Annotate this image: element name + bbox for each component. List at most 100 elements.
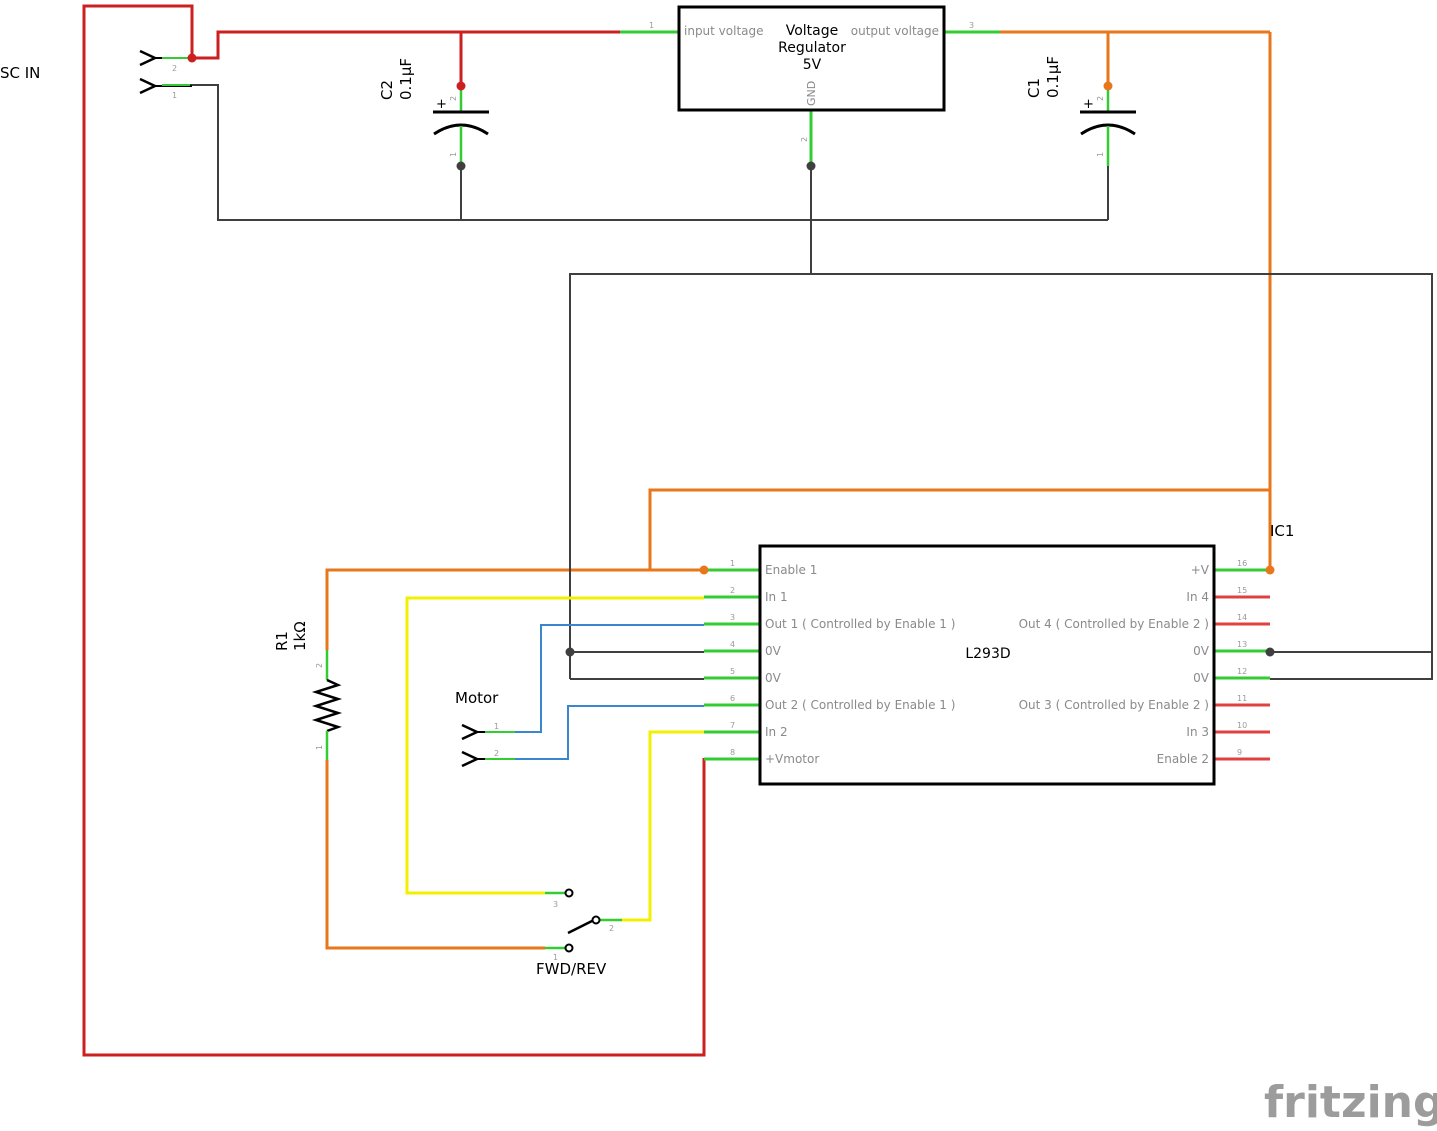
c1-value: 0.1µF	[1044, 56, 1062, 98]
ic-pin-6-label: Out 2 ( Controlled by Enable 1 )	[765, 698, 955, 712]
power-wires	[82, 4, 706, 1057]
regulator-input-label: input voltage	[684, 24, 764, 38]
wire-r1-enable	[325, 568, 704, 650]
fwd-rev-switch[interactable]: 3 2 1	[545, 888, 622, 963]
c1-name: C1	[1025, 78, 1043, 98]
regulator-output-num: 3	[969, 21, 974, 30]
sc-in-label: SC IN	[0, 64, 40, 82]
ic-pin-11-label: Out 3 ( Controlled by Enable 2 )	[1019, 698, 1209, 712]
motor-connector[interactable]: 1 2	[461, 722, 515, 768]
sc-in-terminal-bottom	[139, 77, 158, 95]
c1-plus-sign: +	[1083, 97, 1094, 112]
ic-pin-1-num: 1	[730, 559, 735, 568]
ic1-label: IC1	[1270, 522, 1294, 540]
signal-yellow-wires	[405, 596, 704, 922]
wire-battery-loop	[82, 4, 706, 1057]
ic-pin-9-label: Enable 2	[1157, 752, 1209, 766]
ic-pin-8-label: +Vmotor	[765, 752, 819, 766]
c1-curved-plate	[1080, 123, 1136, 136]
ic-pin-2-label: In 1	[765, 590, 788, 604]
junction-dot	[806, 161, 816, 171]
signal-blue-wires	[515, 624, 704, 760]
wire-gnd-bus	[569, 273, 1433, 680]
motor-pin-bottom-num: 2	[494, 749, 499, 758]
wire-in1-switch	[405, 596, 704, 895]
motor-terminal-bottom	[461, 750, 480, 768]
ic-pin-6-num: 6	[730, 694, 735, 703]
ic-pin-7-label: In 2	[765, 725, 788, 739]
ic-pin-1-label: Enable 1	[765, 563, 817, 577]
switch-lever	[567, 918, 595, 935]
ic-pin-13-num: 13	[1237, 640, 1247, 649]
capacitor-c2[interactable]: + 2 1	[433, 86, 489, 166]
ic-pin-12-label: 0V	[1193, 671, 1210, 685]
regulator-output-label: output voltage	[851, 24, 939, 38]
motor-label: Motor	[455, 689, 499, 707]
r1-value: 1kΩ	[291, 621, 309, 651]
wire-out2-motor	[515, 705, 704, 760]
junction-dot	[1103, 81, 1113, 91]
ic-pin-5-num: 5	[730, 667, 735, 676]
switch-contact-1	[564, 943, 574, 953]
c2-pin-pos: 2	[449, 96, 458, 101]
voltage-regulator[interactable]: Voltage Regulator 5V input voltage outpu…	[620, 5, 1000, 166]
ic-part-name: L293D	[965, 646, 1010, 662]
switch-pin-3: 3	[553, 900, 558, 909]
ic-pin-3-label: Out 1 ( Controlled by Enable 1 )	[765, 617, 955, 631]
vcc-wires	[325, 30, 1272, 950]
c2-curved-plate	[433, 123, 489, 136]
wire-out1-motor	[515, 624, 704, 733]
r1-zigzag	[311, 678, 343, 733]
c2-plus-sign: +	[436, 97, 447, 112]
regulator-title-2: Regulator	[778, 40, 846, 56]
ground-wires	[190, 84, 1433, 680]
fritzing-watermark: fritzing	[1264, 1077, 1437, 1128]
ic-pin-4-label: 0V	[765, 644, 782, 658]
junction-dot	[1265, 647, 1275, 657]
ic-pin-10-num: 10	[1237, 721, 1247, 730]
resistor-r1[interactable]: 2 1	[311, 650, 343, 760]
wire-sc-to-regulator	[192, 30, 620, 60]
ic-pin-7-num: 7	[730, 721, 735, 730]
motor-pin-top-num: 1	[494, 722, 499, 731]
c2-pin-neg: 1	[449, 152, 458, 157]
ic-pin-16-num: 16	[1237, 559, 1247, 568]
sc-in-pin-bottom-num: 1	[172, 91, 177, 100]
wire-r1-switch	[325, 760, 545, 950]
switch-contact-3	[564, 888, 574, 898]
ic-pin-9-num: 9	[1237, 748, 1242, 757]
c2-name: C2	[378, 80, 396, 100]
regulator-title-1: Voltage	[786, 23, 839, 39]
junction-dot	[187, 53, 197, 63]
wire-in2-switch	[622, 730, 704, 922]
ic-pin-15-label: In 4	[1186, 590, 1209, 604]
ic-pin-12-num: 12	[1237, 667, 1247, 676]
switch-pin-1: 1	[553, 953, 558, 962]
regulator-title-3: 5V	[803, 57, 822, 73]
junctions	[187, 53, 1275, 657]
c1-pin-neg: 1	[1096, 152, 1105, 157]
sc-in-connector[interactable]: 2 1	[139, 49, 192, 100]
ic-pin-14-num: 14	[1237, 613, 1247, 622]
regulator-body	[677, 5, 946, 112]
switch-pin-2: 2	[609, 924, 614, 933]
r1-pin-bottom: 1	[315, 745, 324, 750]
ic-pin-10-label: In 3	[1186, 725, 1209, 739]
capacitor-c1[interactable]: + 2 1	[1080, 86, 1136, 166]
r1-name: R1	[273, 631, 291, 651]
ic-left-labels: Enable 1 In 1 Out 1 ( Controlled by Enable…	[765, 563, 955, 766]
ic-body	[758, 544, 1216, 786]
c1-pin-pos: 2	[1096, 96, 1105, 101]
ic-pin-15-num: 15	[1237, 586, 1247, 595]
wire-sc-gnd	[190, 84, 1108, 221]
ic-pin-13-label: 0V	[1193, 644, 1210, 658]
sc-in-terminal-top	[139, 49, 158, 67]
sc-in-pin-top-num: 2	[172, 64, 177, 73]
ic-pin-14-label: Out 4 ( Controlled by Enable 2 )	[1019, 617, 1209, 631]
switch-label: FWD/REV	[536, 960, 607, 978]
